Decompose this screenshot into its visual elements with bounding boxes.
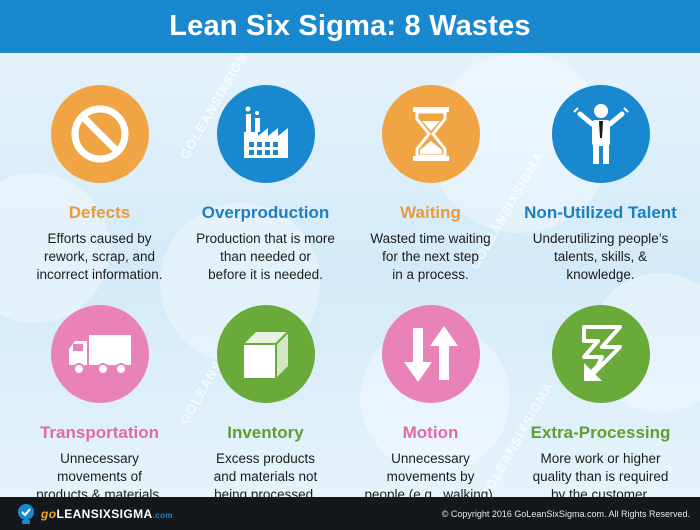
waste-icon-circle [381, 305, 480, 403]
waste-icon-circle [551, 305, 650, 403]
waste-icon-circle [50, 85, 149, 183]
waste-title: Defects [68, 203, 131, 222]
waste-icon-circle [381, 85, 480, 183]
copyright-text: © Copyright 2016 GoLeanSixSigma.com. All… [441, 508, 690, 519]
truck-icon [68, 335, 131, 375]
site-logo[interactable]: goLEANSIXSIGMA.com [16, 502, 173, 526]
waste-icon-circle [50, 305, 149, 403]
lightning-arrow-icon [581, 325, 622, 381]
logo-text: goLEANSIXSIGMA.com [41, 506, 173, 521]
waste-icon-circle [551, 85, 650, 183]
waste-title: Non-Utilized Talent [524, 203, 677, 222]
prohibited-icon [71, 105, 128, 163]
up-down-arrows-icon [403, 326, 458, 382]
waste-title: Inventory [227, 423, 304, 442]
wastes-panel: GOLEANSIXSIGMA GOLEANSIXSIGMA GOLEANSIXS… [0, 53, 700, 497]
header-bar: Lean Six Sigma: 8 Wastes [0, 0, 700, 53]
hourglass-icon [412, 107, 449, 161]
waste-title: Overproduction [201, 203, 330, 222]
waste-title: Waiting [400, 203, 461, 222]
person-icon [572, 104, 629, 164]
page-title: Lean Six Sigma: 8 Wastes [169, 10, 531, 42]
waste-title: Extra-Processing [530, 423, 671, 442]
waste-title: Transportation [39, 423, 159, 442]
waste-non-utilized-talent: Non-Utilized Talent Underutilizing peopl… [513, 85, 688, 284]
waste-icon-circle [216, 85, 315, 183]
lightbulb-icon [18, 503, 34, 524]
waste-title: Motion [402, 423, 459, 442]
waste-icon-circle [216, 305, 315, 403]
box-icon [243, 331, 289, 378]
factory-icon [243, 106, 288, 158]
footer-bar: goLEANSIXSIGMA.com © Copyright 2016 GoLe… [0, 497, 700, 530]
